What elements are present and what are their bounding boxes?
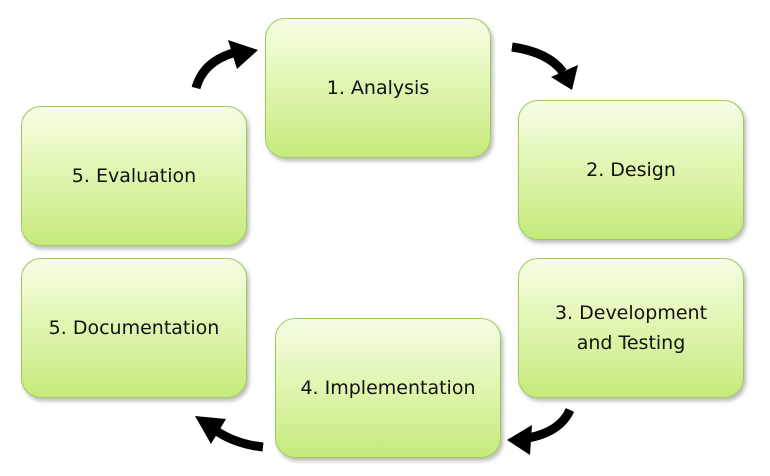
step-box-analysis: 1. Analysis [265, 18, 491, 158]
curved-arrow-icon [507, 407, 575, 455]
step-label-analysis: 1. Analysis [326, 76, 430, 99]
curved-arrow-icon [511, 42, 578, 90]
step-label-design: 2. Design [586, 158, 676, 181]
curved-arrow-icon [191, 40, 258, 90]
step-box-documentation: 5. Documentation [21, 258, 247, 398]
step-label-implementation: 4. Implementation [300, 376, 476, 399]
step-box-evaluation: 5. Evaluation [21, 106, 247, 246]
step-box-development-testing: 3. Development and Testing [518, 258, 744, 398]
step-label-evaluation: 5. Evaluation [71, 164, 197, 187]
step-label-development-testing: 3. Development and Testing [554, 301, 708, 354]
step-label-documentation: 5. Documentation [48, 316, 220, 339]
step-box-design: 2. Design [518, 100, 744, 240]
step-box-implementation: 4. Implementation [275, 318, 501, 458]
curved-arrow-icon [195, 416, 264, 452]
